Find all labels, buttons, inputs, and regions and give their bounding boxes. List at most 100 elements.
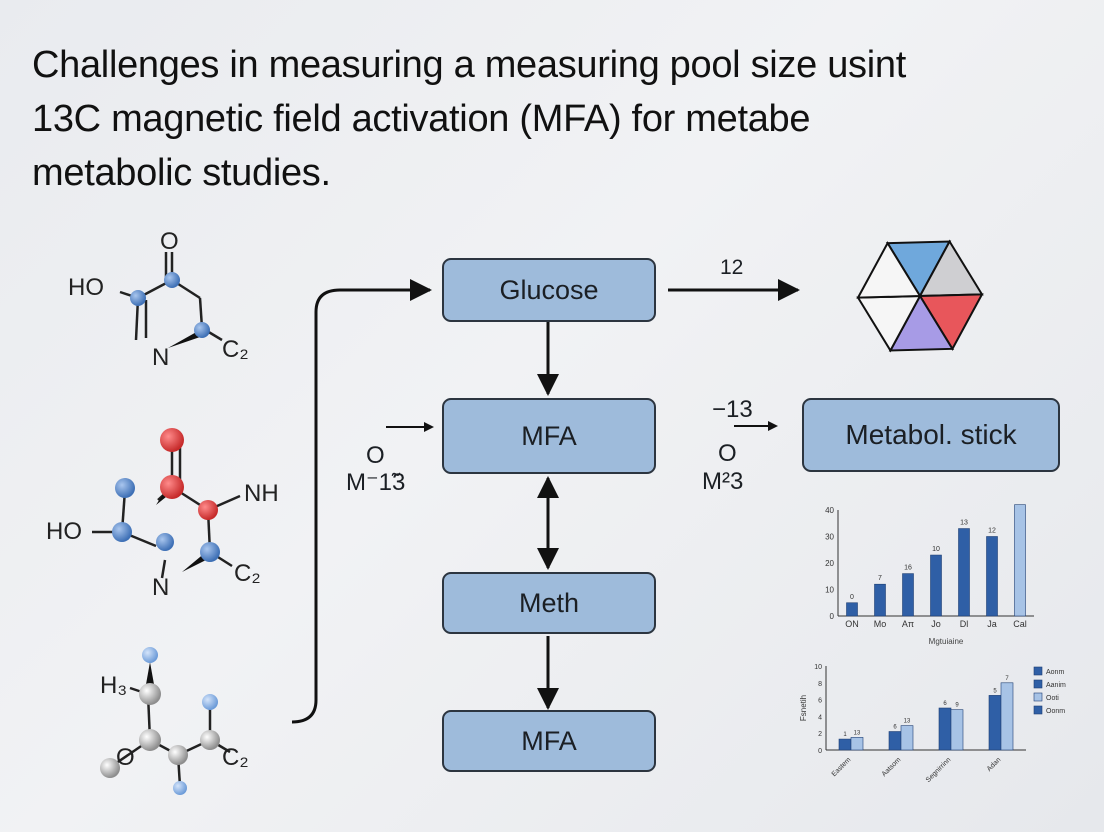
meth-label: Meth (518, 587, 580, 618)
legend-swatch (1033, 705, 1043, 715)
bar-value-label: 13 (854, 730, 861, 736)
bar-value-label: 9 (955, 703, 959, 709)
x-tick-label: Aatsom (881, 756, 903, 778)
x-tick-label: Eastem (831, 756, 853, 778)
bar-value-label: 13 (904, 719, 911, 725)
bar (930, 554, 942, 617)
bar-value-label: 10 (932, 546, 940, 553)
bar-value-label: 1 (843, 732, 847, 738)
mol3-o-label: O (116, 744, 135, 771)
y-tick-label: 30 (825, 533, 834, 542)
bar (846, 602, 858, 617)
pie-wheel (856, 239, 984, 353)
title-line-2: 13C magnetic field activation (MFA) for … (32, 98, 811, 140)
bar (1014, 504, 1026, 617)
legend-swatch (1033, 666, 1043, 676)
legend-label: Ooti (1046, 695, 1059, 702)
x-axis-label: Mgtuiaine (929, 637, 964, 646)
title-line-3: metabolic studies. (32, 152, 331, 194)
bar (900, 725, 914, 751)
x-tick-label: Dl (960, 619, 969, 629)
y-tick-label: 6 (818, 698, 822, 705)
bar (902, 573, 914, 617)
bar (838, 738, 852, 751)
mol1-c2-label: C₂ (222, 336, 249, 363)
y-tick-label: 10 (825, 586, 834, 595)
bar-value-label: 13 (1016, 502, 1024, 503)
mol1-ho-label: HO (68, 274, 104, 301)
y-tick-label: 0 (818, 748, 822, 755)
legend-label: Aonm (1046, 669, 1064, 676)
mol2-nh-label: NH (244, 480, 279, 507)
bar-value-label: 6 (943, 701, 947, 707)
bar (1000, 682, 1014, 751)
mol1-n-label: N (152, 344, 170, 371)
y-tick-label: 2 (818, 731, 822, 738)
mol1-o-label: O (160, 228, 179, 255)
y-tick-label: 8 (818, 681, 822, 688)
x-tick-label: Adan (986, 756, 1003, 773)
y-tick-label: 40 (825, 506, 834, 515)
bar (950, 709, 964, 751)
title-line-1: Challenges in measuring a measuring pool… (32, 44, 906, 86)
mol3-h3-label: H₃ (100, 672, 128, 699)
mfa-bottom-label: MFA (521, 725, 577, 756)
metabol-label: Metabol. stick (845, 419, 1017, 450)
left-o-label: O (366, 442, 385, 469)
legend-swatch (1033, 692, 1043, 702)
x-tick-label: Segnirrinn (925, 756, 953, 784)
glucose-label: Glucose (499, 274, 599, 305)
y-tick-label: 10 (814, 664, 822, 671)
meth-box: Meth (442, 572, 656, 634)
bar (888, 731, 902, 751)
mol2-c2-label: C₂ (234, 560, 261, 587)
right-m-label: M²3 (702, 468, 744, 495)
mfa-box-bottom: MFA (442, 710, 656, 772)
figure-title: Challenges in measuring a measuring pool… (32, 38, 1072, 200)
legend-label: Oonm (1046, 708, 1065, 715)
y-tick-label: 20 (825, 559, 834, 568)
legend-swatch (1033, 679, 1043, 689)
right-o-label: O (718, 440, 737, 467)
bar-value-label: 7 (1005, 676, 1009, 682)
arrow-12-label: 12 (720, 256, 744, 279)
y-axis-label: Fsnetih (799, 695, 808, 721)
bar-value-label: 16 (904, 565, 912, 572)
y-tick-label: 4 (818, 714, 822, 721)
metabol-box: Metabol. stick (802, 398, 1060, 472)
y-tick-label: 0 (830, 612, 835, 621)
x-tick-label: Cal (1013, 619, 1027, 629)
x-tick-label: Jo (931, 619, 941, 629)
x-tick-label: Mo (874, 619, 887, 629)
mol3-c2-label: C₂ (222, 744, 249, 771)
pie-slice-white (856, 241, 922, 299)
bar-value-label: 6 (893, 725, 897, 731)
x-tick-label: Aπ (902, 619, 914, 629)
bar (938, 707, 952, 751)
glucose-box: Glucose (442, 258, 656, 322)
bar (958, 528, 970, 617)
bar-value-label: 13 (960, 520, 968, 527)
connector-to-glucose (291, 279, 432, 724)
bar-value-label: 7 (878, 575, 882, 582)
bar-value-label: 0 (850, 594, 854, 601)
bar (850, 737, 864, 751)
mol2-ho-label: HO (46, 518, 82, 545)
right-minus13-label: −13 (712, 396, 753, 423)
bar (986, 536, 998, 617)
x-tick-label: ON (845, 619, 859, 629)
mfa-box-top: MFA (442, 398, 656, 474)
mfa-top-label: MFA (521, 420, 577, 451)
left-m-label: M⁻1̃3 (346, 469, 406, 496)
legend-label: Aanim (1046, 682, 1066, 689)
bar (874, 583, 886, 617)
bar (988, 695, 1002, 751)
bar-value-label: 12 (988, 528, 996, 535)
x-tick-label: Ja (987, 619, 997, 629)
bar-value-label: 5 (993, 688, 997, 694)
mol2-n-label: N (152, 574, 170, 601)
